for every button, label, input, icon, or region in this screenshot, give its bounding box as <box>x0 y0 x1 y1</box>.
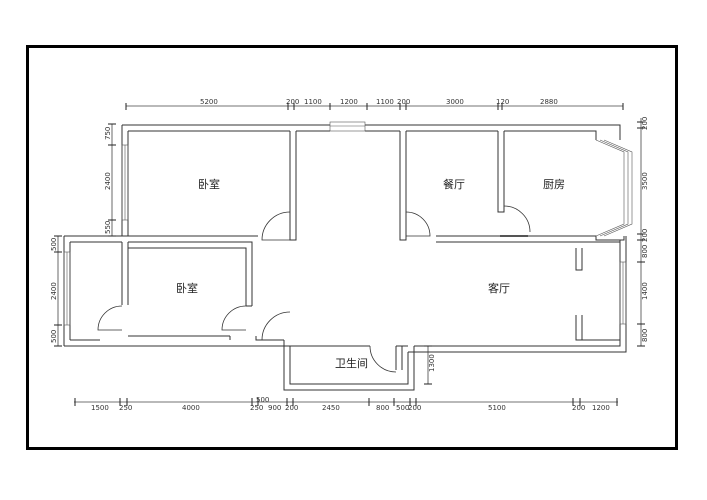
svg-text:500: 500 <box>256 396 269 404</box>
svg-text:200: 200 <box>572 404 585 412</box>
svg-text:800: 800 <box>641 245 649 258</box>
svg-text:800: 800 <box>641 329 649 342</box>
svg-text:200: 200 <box>397 98 410 106</box>
doors <box>97 205 531 373</box>
svg-text:1200: 1200 <box>592 404 610 412</box>
svg-text:1200: 1200 <box>340 98 358 106</box>
svg-text:500: 500 <box>50 330 58 343</box>
room-label-kitchen: 厨房 <box>543 178 565 191</box>
room-label-bedroom-bottom: 卧室 <box>176 281 198 295</box>
dimension-top: 5200 200 1100 1200 1100 200 3000 120 288… <box>125 98 624 110</box>
svg-text:120: 120 <box>496 98 509 106</box>
svg-text:2400: 2400 <box>104 172 112 190</box>
svg-text:1100: 1100 <box>376 98 394 106</box>
svg-text:2400: 2400 <box>50 282 58 300</box>
svg-text:200: 200 <box>641 229 649 242</box>
svg-text:750: 750 <box>104 127 112 140</box>
svg-text:1100: 1100 <box>304 98 322 106</box>
svg-text:250: 250 <box>119 404 132 412</box>
svg-text:5100: 5100 <box>488 404 506 412</box>
svg-text:200: 200 <box>286 98 299 106</box>
svg-text:1500: 1500 <box>91 404 109 412</box>
svg-text:200: 200 <box>641 117 649 130</box>
svg-text:800: 800 <box>376 404 389 412</box>
room-label-living: 客厅 <box>488 281 510 295</box>
room-label-dining: 餐厅 <box>443 177 465 191</box>
svg-text:900: 900 <box>268 404 281 412</box>
svg-text:1300: 1300 <box>428 354 436 372</box>
svg-text:3500: 3500 <box>641 172 649 190</box>
svg-text:1400: 1400 <box>641 282 649 300</box>
dimension-right: 200 3500 200 800 1400 800 <box>637 117 649 347</box>
svg-text:550: 550 <box>104 221 112 234</box>
dimension-bathroom: 1300 <box>424 345 436 385</box>
svg-text:200: 200 <box>285 404 298 412</box>
room-label-bathroom: 卫生间 <box>335 356 368 370</box>
svg-text:5200: 5200 <box>200 98 218 106</box>
dimension-bottom: 1500 250 4000 250 500 900 200 2450 800 5… <box>74 396 618 412</box>
dimension-left-lower: 500 2400 500 <box>50 235 62 347</box>
dimension-left-upper: 750 2400 550 <box>104 123 116 237</box>
svg-text:2880: 2880 <box>540 98 558 106</box>
room-label-bedroom-top: 卧室 <box>198 177 220 191</box>
drawing-frame <box>26 45 678 450</box>
svg-text:250: 250 <box>250 404 263 412</box>
svg-text:500: 500 <box>50 238 58 251</box>
walls <box>63 121 633 391</box>
svg-text:200: 200 <box>408 404 421 412</box>
svg-text:500: 500 <box>396 404 409 412</box>
svg-text:2450: 2450 <box>322 404 340 412</box>
svg-text:3000: 3000 <box>446 98 464 106</box>
svg-text:4000: 4000 <box>182 404 200 412</box>
